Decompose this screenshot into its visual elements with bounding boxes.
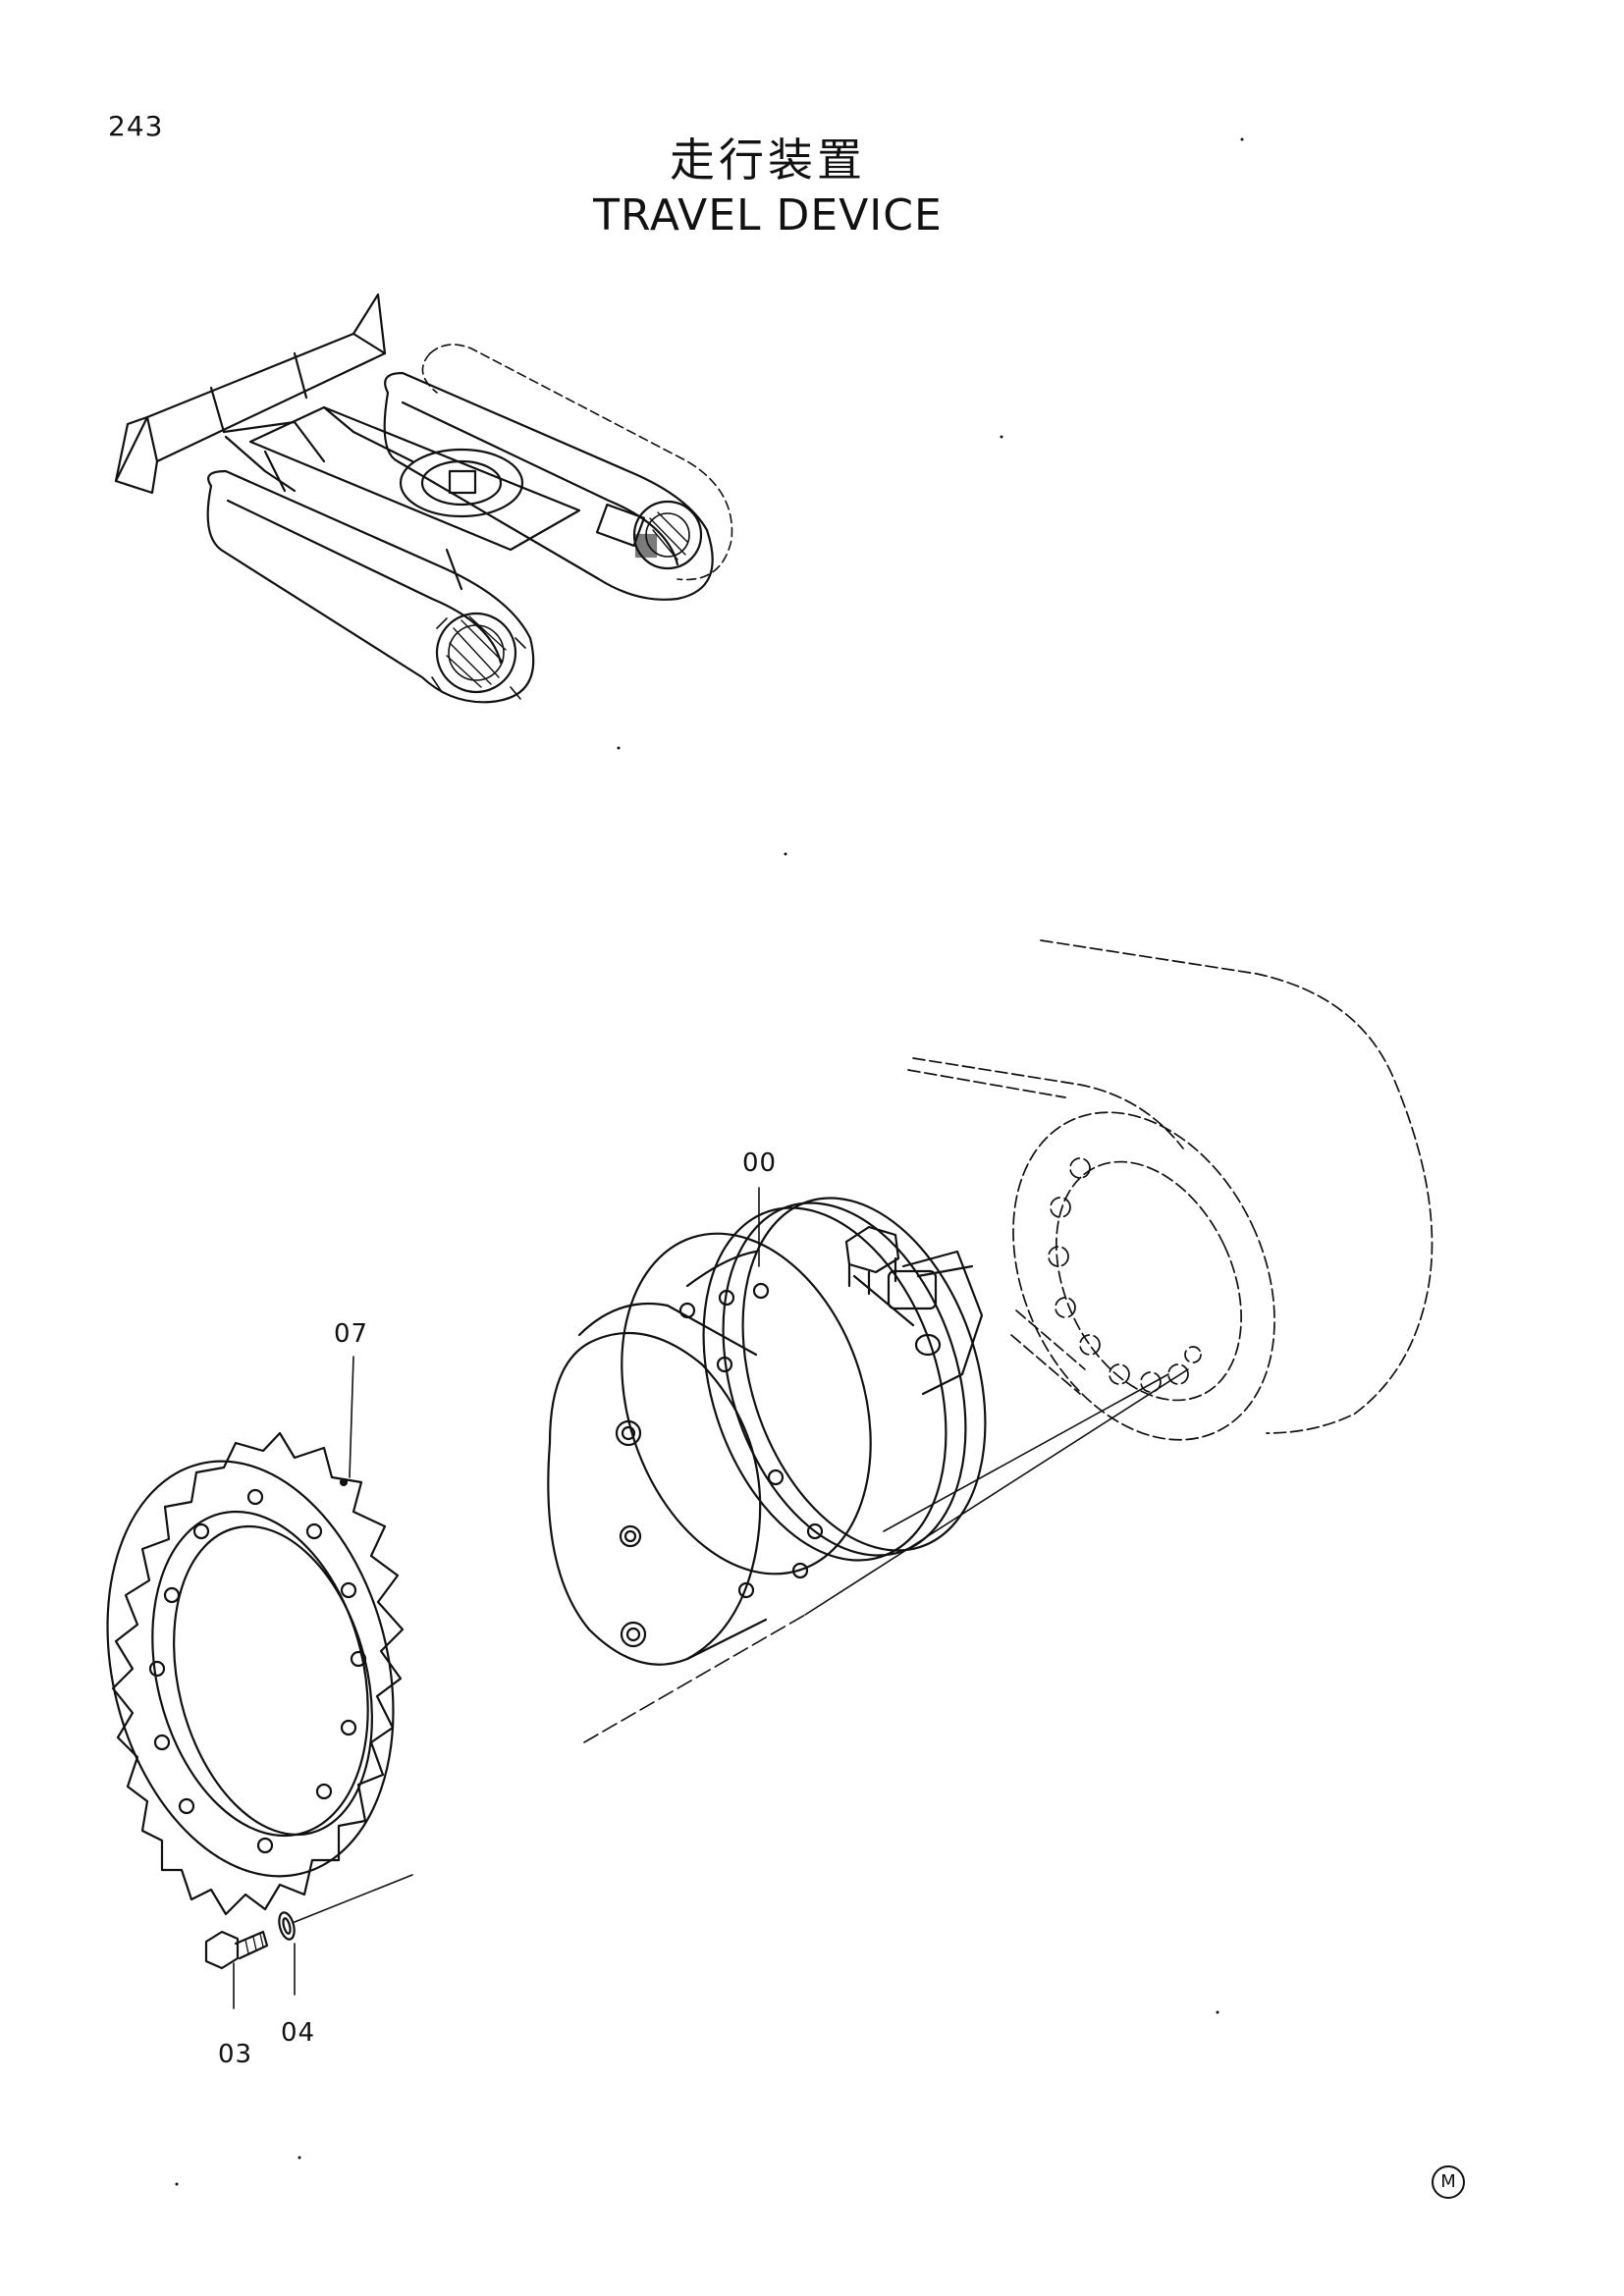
track-frame-outline <box>907 939 1434 1434</box>
title-english: TRAVEL DEVICE <box>593 190 943 240</box>
bolt <box>204 1930 269 1970</box>
right-track <box>383 371 714 601</box>
title-japanese: 走行装置 <box>670 133 866 187</box>
center-frame <box>248 405 581 591</box>
title-block: 走行装置 TRAVEL DEVICE <box>0 132 1624 243</box>
callout-00: 00 <box>742 1148 778 1178</box>
m-mark-badge: M <box>1432 2165 1465 2199</box>
front-cover <box>547 1302 768 1666</box>
travel-device-right-overview <box>632 500 703 570</box>
callout-07: 07 <box>334 1319 369 1349</box>
callout-04: 04 <box>281 2018 316 2048</box>
motor-valve-block <box>852 1250 984 1396</box>
washer <box>278 1911 296 1941</box>
frame-mounting-flange <box>1012 1111 1275 1441</box>
callout-03: 03 <box>218 2040 253 2069</box>
undercarriage-overview <box>114 293 733 704</box>
left-track <box>206 469 535 704</box>
sprocket <box>106 1431 405 1916</box>
travel-device-assembly <box>547 1197 987 1666</box>
leader-lines <box>233 1187 760 2009</box>
travel-device-left-overview <box>431 612 526 700</box>
scan-specks <box>175 137 1244 2186</box>
hex-plug <box>844 1225 900 1296</box>
page-number: 243 <box>108 110 164 142</box>
assembly-lines <box>294 1368 1189 1923</box>
dozer-blade <box>114 293 387 495</box>
far-track <box>421 344 733 581</box>
sprocket-mounting-flange <box>621 1232 872 1599</box>
